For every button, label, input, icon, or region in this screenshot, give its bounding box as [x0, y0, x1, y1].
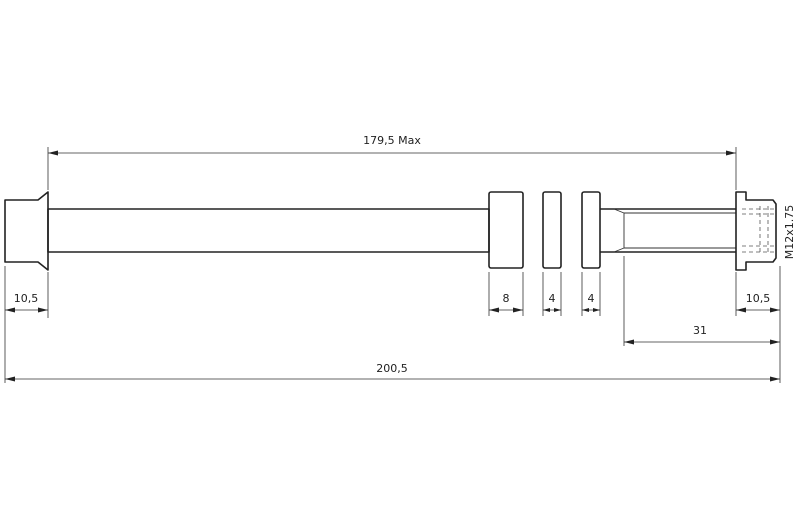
collar-right	[581, 191, 601, 269]
dimension-line-overall-max	[48, 150, 736, 156]
internal-thread-hidden-lines	[742, 206, 776, 255]
dimension-label-collar-right: 4	[588, 292, 595, 305]
threaded-section	[600, 208, 736, 253]
dimension-line-left-end	[5, 307, 48, 313]
thread-chamfer	[613, 208, 625, 253]
dimension-line-collar-wide	[489, 307, 523, 313]
dimension-label-thread-length: 31	[693, 324, 707, 337]
dimension-label-overall-max: 179,5 Max	[363, 134, 421, 147]
collar-wide	[488, 191, 524, 269]
right-end-cap	[735, 191, 777, 271]
dimension-line-overall-total	[5, 376, 780, 382]
dimension-line-collar-middle	[543, 308, 561, 312]
dimension-line-collar-right	[582, 308, 600, 312]
extension-lines	[4, 147, 781, 383]
dimension-line-thread-length	[624, 339, 780, 345]
axle-part	[4, 191, 777, 271]
left-end-cap	[4, 191, 49, 271]
main-shaft	[47, 208, 490, 253]
dimension-label-collar-wide: 8	[503, 292, 510, 305]
dimension-label-collar-middle: 4	[549, 292, 556, 305]
thread-root-lines	[624, 212, 736, 249]
dimension-line-right-end	[736, 307, 780, 313]
dimension-label-left-end: 10,5	[14, 292, 39, 305]
collar-middle	[542, 191, 562, 269]
dimension-label-right-end: 10,5	[746, 292, 771, 305]
thread-spec-label: M12x1.75	[783, 205, 796, 260]
dimension-label-overall-total: 200,5	[376, 362, 408, 375]
